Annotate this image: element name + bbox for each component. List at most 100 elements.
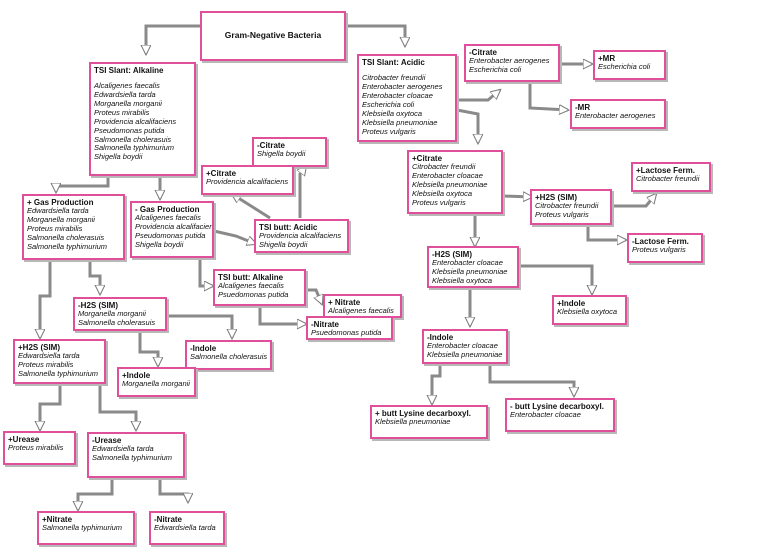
organism-name: Edwardsiella tarda <box>154 523 216 533</box>
node-neg-lactose: -Lactose Ferm.Proteus vulgaris <box>627 233 703 263</box>
node-pos-butt-lysine: + butt Lysine decarboxyl.Klebsiella pneu… <box>370 405 488 439</box>
node-neg-butt-lysine: - butt Lysine decarboxyl.Enterobacter cl… <box>505 398 615 432</box>
node-neg-indole-right-title: -Indole <box>427 333 454 342</box>
node-pos-citrate-right-title: +Citrate <box>412 154 443 163</box>
organism-name: Proteus vulgaris <box>362 126 416 136</box>
arrow-neg-urease-to-pos-nitrate <box>78 478 114 510</box>
organism-name: Edwardsiella tarda <box>27 206 89 216</box>
organism-name: Morganella morganii <box>122 379 190 389</box>
organism-name: Proteus mirabilis <box>27 224 83 234</box>
organism-name: Salmonella cholerasuis <box>27 232 105 242</box>
node-pos-h2s-left-title: +H2S (SIM) <box>18 343 61 352</box>
organism-name: Escherichia coli <box>362 99 415 109</box>
organism-name: Klebsiella oxytoca <box>412 188 473 198</box>
organism-name: Proteus mirabilis <box>8 443 64 453</box>
node-neg-h2s-right-title: -H2S (SIM) <box>432 250 472 259</box>
organism-name: Psuedomonas putida <box>311 328 382 338</box>
organism-name: Shigella boydii <box>259 240 308 250</box>
organism-name: Proteus mirabilis <box>94 107 150 117</box>
organism-name: Salmonella cholerasuis <box>94 134 172 144</box>
node-neg-citrate-top-title: -Citrate <box>469 48 498 57</box>
organism-name: Pseudomonas putida <box>94 125 165 135</box>
arrow-pos-h2s-to-pos-urease <box>40 384 62 430</box>
organism-name: Klebsiella pneumoniae <box>362 117 438 127</box>
arrow-neg-h2s-to-pos-indole <box>518 264 592 294</box>
organism-name: Salmonella cholerasuis <box>78 318 156 328</box>
organism-name: Enterobacter aerogenes <box>575 111 656 121</box>
organism-name: Providencia alcalifaciens <box>135 222 214 232</box>
organism-name: Klebsiella pneumoniae <box>375 417 451 427</box>
node-pos-citrate-mid-title: +Citrate <box>206 169 237 178</box>
organism-name: Klebsiella oxytoca <box>362 108 423 118</box>
organism-name: Enterobacter cloacae <box>432 258 503 268</box>
arrow-pos-gas-to-pos-h2s <box>40 262 52 338</box>
arrow-root-to-tsi-acid <box>346 24 405 46</box>
arrow-neg-h2s-to-pos-indole <box>138 330 158 366</box>
arrow-neg-citrate-to-neg-mr <box>528 82 568 110</box>
node-pos-mr-title: +MR <box>598 54 616 63</box>
node-neg-mr-title: -MR <box>575 103 591 112</box>
organism-name: Escherichia coli <box>598 62 651 72</box>
arrow-neg-h2s-to-neg-indole <box>160 314 232 338</box>
organism-name: Citrobacter freundii <box>535 201 599 211</box>
node-pos-butt-lysine-title: + butt Lysine decarboxyl. <box>375 409 471 418</box>
node-neg-urease-title: -Urease <box>92 436 122 445</box>
node-neg-nitrate-low-title: -Nitrate <box>154 515 183 524</box>
arrow-pos-h2s-to-pos-lactose <box>612 194 656 208</box>
organism-name: Edwardsiella tarda <box>18 351 80 361</box>
organism-name: Salmonella typhimurium <box>42 523 123 533</box>
arrow-pos-citrate-to-pos-h2s <box>502 196 532 197</box>
organism-name: Proteus vulgaris <box>632 245 686 255</box>
organism-name: Enterobacter aerogenes <box>469 56 550 66</box>
organism-name: Enterobacter cloacae <box>412 171 483 181</box>
organism-name: Salmonella typhimurium <box>18 369 99 379</box>
organism-name: Providencia alcalifaciens <box>259 231 342 241</box>
arrow-tsi-alk-to-pos-gas <box>56 176 110 192</box>
node-pos-h2s-right-title: +H2S (SIM) <box>535 193 578 202</box>
organism-name: Citrobacter freundii <box>362 73 426 83</box>
organism-name: Citrobacter freundii <box>412 162 476 172</box>
node-neg-indole-left-title: -Indole <box>190 344 217 353</box>
organism-name: Edwardsiella tarda <box>94 90 156 100</box>
organism-name: Citrobacter freundii <box>636 174 700 184</box>
arrow-tsi-butt-acid-to-neg-citrate <box>300 166 306 218</box>
organism-name: Morganella morganii <box>94 99 162 109</box>
node-pos-lactose: +Lactose Ferm.Citrobacter freundii <box>631 162 711 192</box>
root-node: Gram-Negative Bacteria <box>200 11 346 61</box>
node-pos-nitrate-mid-title: + Nitrate <box>328 298 361 307</box>
organism-name: Salmonella typhimurium <box>92 453 173 463</box>
node-pos-indole-right-title: +Indole <box>557 299 586 308</box>
node-neg-h2s-left-title: -H2S (SIM) <box>78 301 118 310</box>
node-tsi-butt-acidic-title: TSI butt: Acidic <box>259 223 318 232</box>
arrow-neg-gas-to-tsi-butt-alk <box>198 258 213 286</box>
node-neg-citrate-mid-title: -Citrate <box>257 141 286 150</box>
organism-name: Pseudomonas putida <box>135 231 206 241</box>
arrow-pos-h2s-to-neg-lactose <box>586 224 626 240</box>
organism-name: Providencia alcalifaciens <box>94 116 177 126</box>
organism-name: Escherichia coli <box>469 65 522 75</box>
organism-name: Enterobacter cloacae <box>362 91 433 101</box>
organism-name: Klebsiella pneumoniae <box>427 350 503 360</box>
organism-name: Morganella morganii <box>78 309 146 319</box>
organism-name: Klebsiella pneumoniae <box>432 267 508 277</box>
organism-name: Alcaligenes faecalis <box>328 306 394 316</box>
organism-name: Enterobacter cloacae <box>510 410 581 420</box>
